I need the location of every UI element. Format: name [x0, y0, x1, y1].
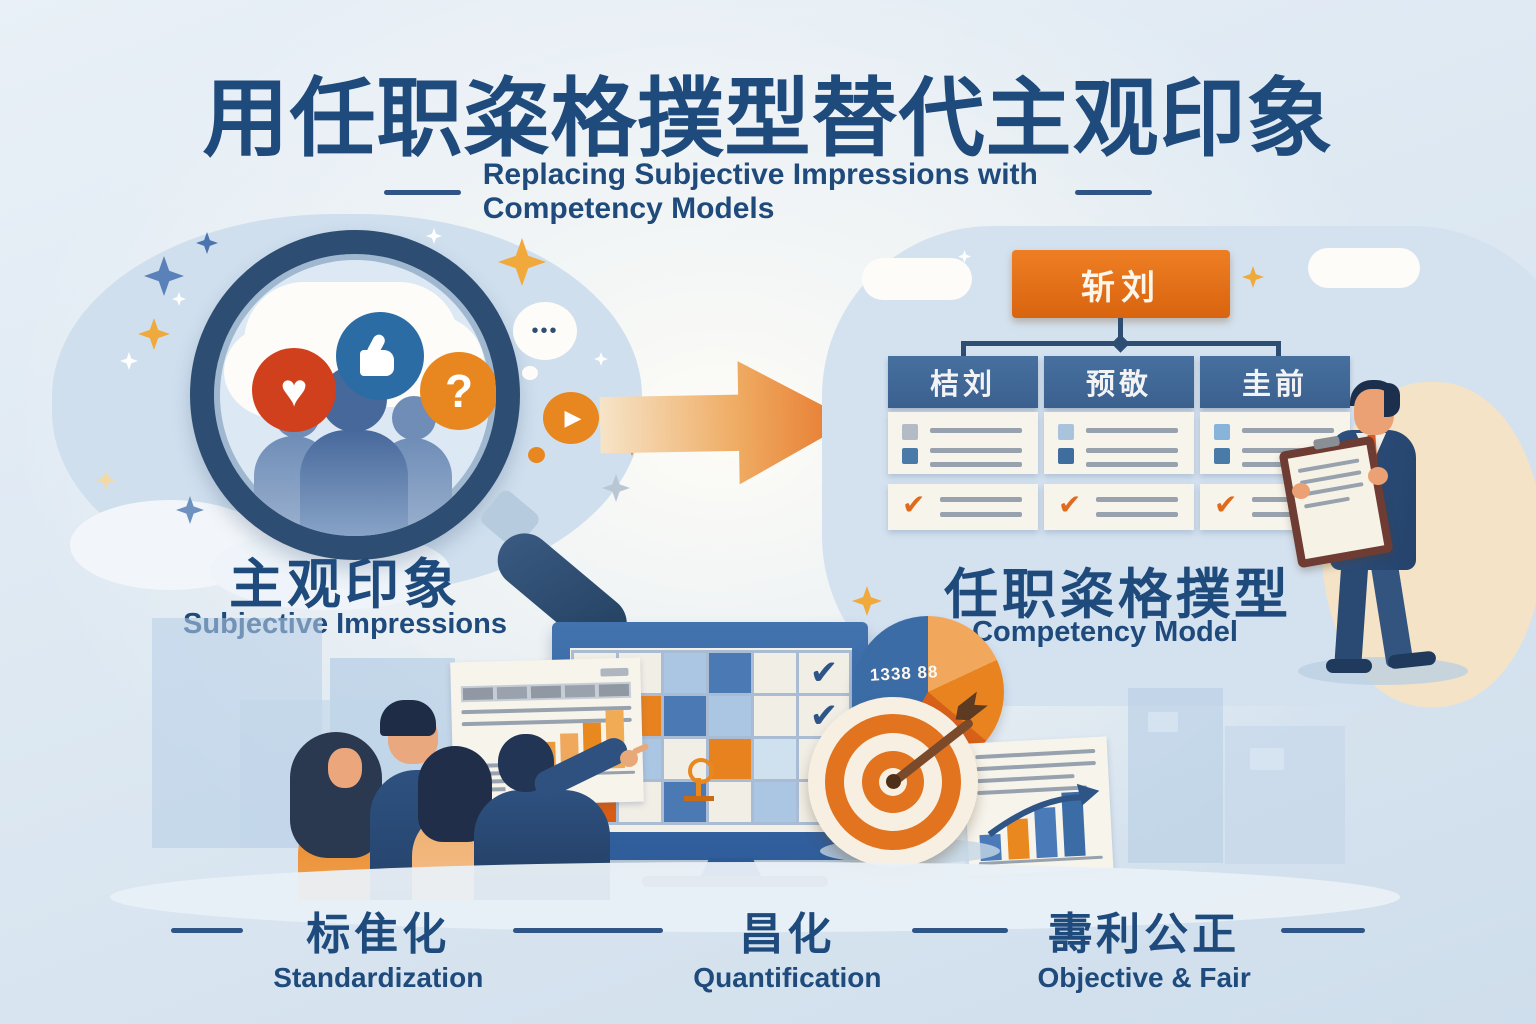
- magnifier-lens: ♥ ?: [214, 254, 496, 536]
- city-window: [1148, 712, 1178, 732]
- growth-arrow-icon: [987, 783, 1100, 837]
- org-column-check-card: ✔: [1044, 484, 1194, 530]
- bubble-tail: [528, 447, 545, 463]
- org-connector: [961, 341, 966, 359]
- left-scene-label-zh: 主观印象: [229, 555, 461, 615]
- cloud-shape: [862, 258, 972, 300]
- hand: [1292, 483, 1310, 499]
- org-column-header: 圭前: [1200, 356, 1350, 408]
- person-hair: [380, 700, 436, 736]
- key-icon: [688, 758, 714, 784]
- org-connector: [1276, 341, 1281, 359]
- pointing-finger: [631, 742, 650, 756]
- org-column-header: 预敬: [1044, 356, 1194, 408]
- city-block: [1225, 726, 1345, 864]
- magnifier-icon: ♥ ?: [190, 230, 520, 560]
- person-silhouette-body: [300, 430, 408, 536]
- clipboard: [1278, 435, 1394, 569]
- businessman-figure: [1278, 375, 1490, 685]
- footer-dash: [171, 928, 244, 933]
- hair: [1384, 383, 1400, 417]
- dart-tip: [886, 774, 901, 789]
- footer-dash: [911, 928, 1008, 933]
- subtitle-right-dash: [1075, 189, 1152, 195]
- footer-item-en: Standardization: [273, 962, 484, 993]
- org-connector: [1118, 318, 1123, 343]
- footer-row: 标隹化 Standardization 昌化 Quantification 夀利…: [0, 898, 1536, 994]
- play-bubble-icon: ▶: [543, 392, 599, 444]
- check-icon: ✔: [809, 654, 839, 692]
- footer-dash: [513, 928, 664, 933]
- question-icon: ?: [420, 352, 496, 430]
- leg: [1334, 556, 1369, 668]
- heart-icon: ♥: [252, 348, 336, 432]
- city-window: [1250, 748, 1284, 770]
- org-column-card: [888, 412, 1038, 474]
- subtitle-left-dash: [384, 189, 461, 195]
- check-icon: ✔: [1058, 489, 1082, 520]
- fog-band: [110, 862, 1400, 932]
- target-icon: [808, 697, 978, 867]
- clipboard-clip: [1312, 435, 1341, 450]
- shoe: [1326, 659, 1372, 673]
- ellipsis-bubble-icon: •••: [513, 302, 577, 360]
- person-head: [328, 748, 362, 788]
- figure-shadow: [1298, 657, 1468, 685]
- org-column-check-card: ✔: [888, 484, 1038, 530]
- key-icon-stem: [696, 778, 701, 796]
- footer-item-zh: 昌化: [739, 910, 836, 959]
- page-subtitle: Replacing Subjective Impressions with Co…: [482, 158, 1038, 225]
- subtitle-row: Replacing Subjective Impressions with Co…: [384, 158, 1152, 226]
- footer-item-zh: 标隹化: [306, 910, 451, 959]
- page-title: 用任职粢格撲型替代主观印象: [202, 71, 1334, 167]
- footer-item-objective-fair: 夀利公正 Objective & Fair: [1038, 898, 1251, 994]
- bubble-tail: [522, 366, 538, 380]
- footer-item-en: Quantification: [693, 962, 882, 993]
- bar-chart-card: [962, 736, 1114, 876]
- footer-item-standardization: 标隹化 Standardization: [273, 898, 483, 994]
- footer-dash: [1280, 928, 1365, 933]
- right-scene-label-zh: 任职粢格撲型: [944, 565, 1292, 625]
- hand: [1368, 467, 1388, 485]
- pie-label: 1338 88: [869, 662, 939, 685]
- org-chart-root-node: 斩刘: [1012, 250, 1230, 318]
- footer-item-quantification: 昌化 Quantification: [693, 898, 881, 994]
- check-icon: ✔: [902, 489, 926, 520]
- check-icon: ✔: [1214, 489, 1238, 520]
- right-scene-label-en: Competency Model: [972, 616, 1238, 648]
- footer-item-zh: 夀利公正: [1048, 910, 1241, 959]
- thumbs-up-icon: [336, 312, 424, 400]
- footer-item-en: Objective & Fair: [1037, 962, 1251, 993]
- key-icon-base: [684, 796, 714, 801]
- org-column-card: [1044, 412, 1194, 474]
- org-column-header: 桔刘: [888, 356, 1038, 408]
- cloud-shape: [1308, 248, 1420, 288]
